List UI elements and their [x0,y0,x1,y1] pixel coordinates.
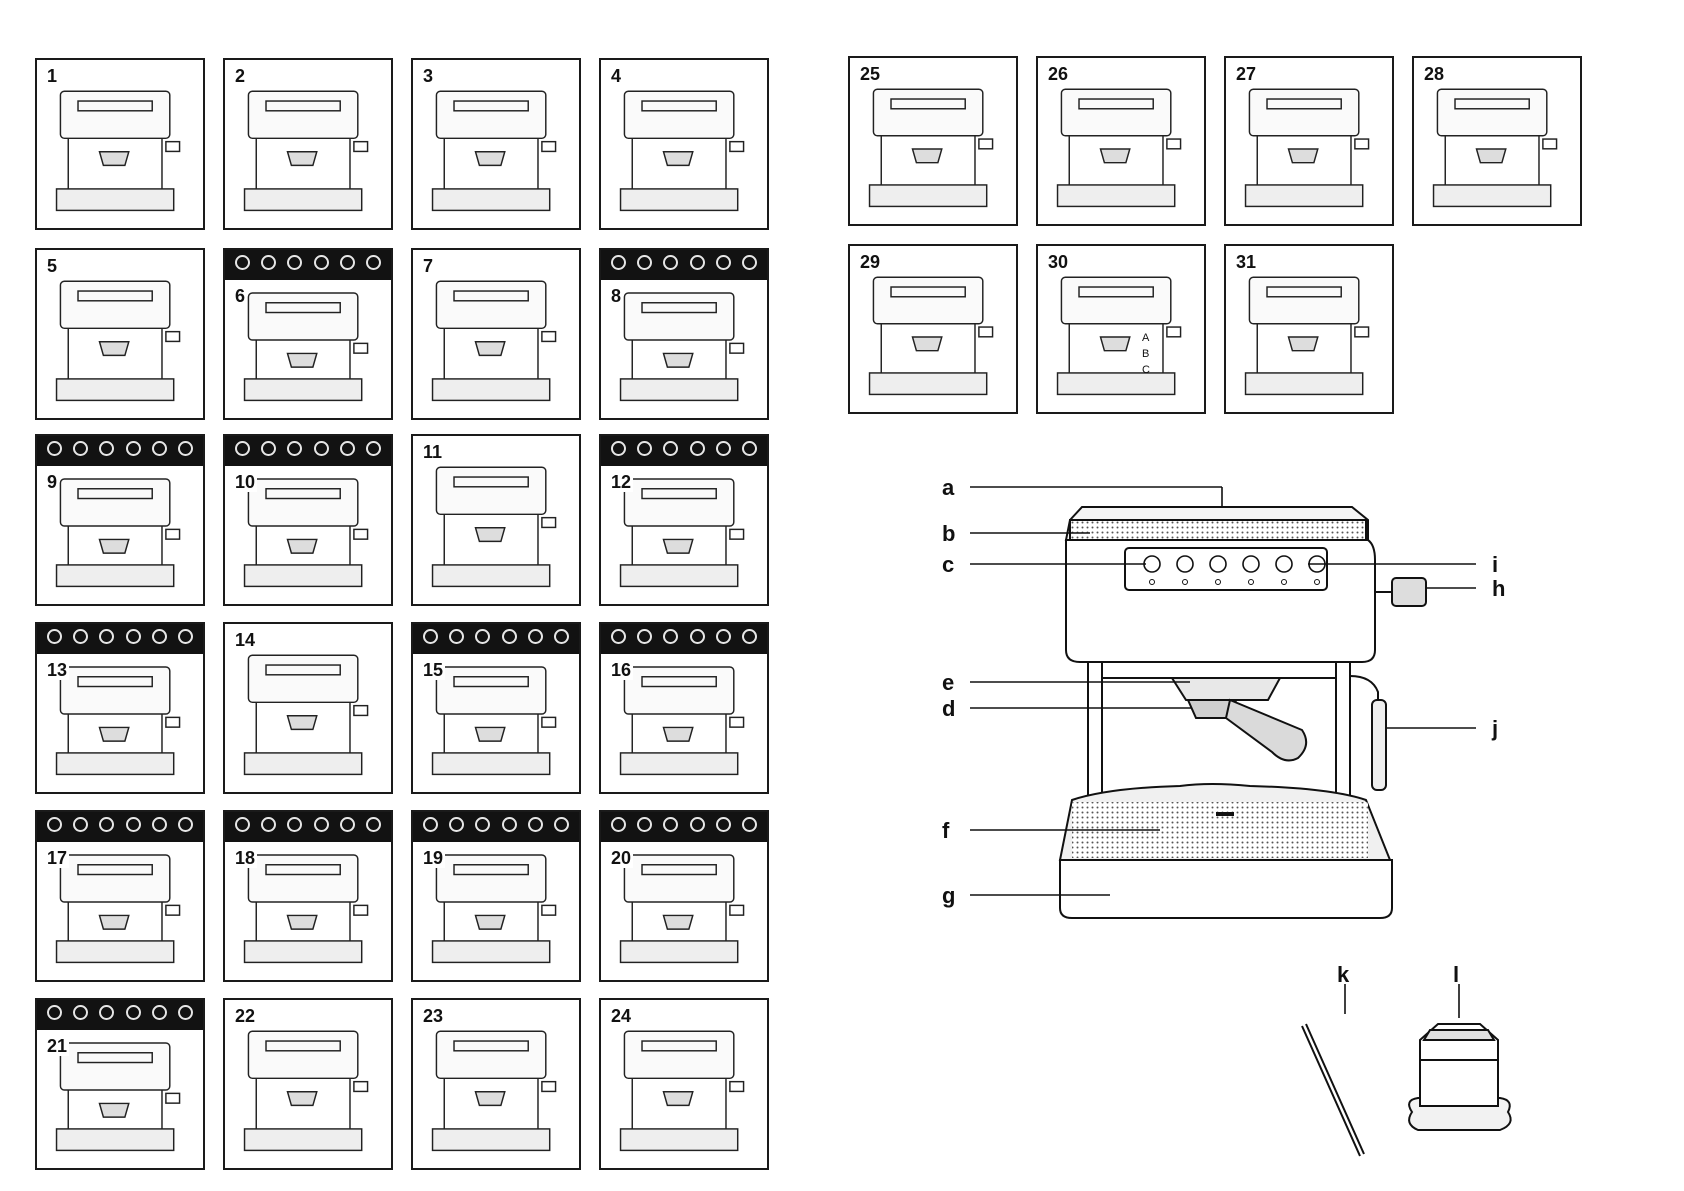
label-c: c [942,552,954,577]
step-number: 28 [1422,64,1446,84]
step-number: 14 [233,630,257,650]
step-number: 20 [609,848,633,868]
step-number: 23 [421,1006,445,1026]
label-e: e [942,670,954,695]
label-a: a [942,475,955,500]
step-number: 8 [609,286,623,306]
step-number: 2 [233,66,247,86]
step-number: 12 [609,472,633,492]
step-number: 9 [45,472,59,492]
step-number: 10 [233,472,257,492]
step-number: 3 [421,66,435,86]
label-i: i [1492,552,1498,577]
label-h: h [1492,576,1505,601]
step-number: 13 [45,660,69,680]
label-d: d [942,696,955,721]
steam-knob [1392,578,1426,606]
step-number: 27 [1234,64,1258,84]
machine-illustration [1060,507,1426,918]
step-number: 5 [45,256,59,276]
filter-insert-l [1409,1024,1511,1130]
step-number: 11 [421,442,444,462]
label-k: k [1337,962,1350,987]
step-number: 7 [421,256,435,276]
label-j: j [1491,716,1498,741]
label-l: l [1453,962,1459,987]
label-f: f [942,818,950,843]
step-number: 22 [233,1006,257,1026]
cleaning-needle-k [1302,1024,1364,1156]
control-button-icon [1276,556,1292,572]
step-number: 25 [858,64,882,84]
step-number: 4 [609,66,623,86]
step-number: 16 [609,660,633,680]
step-number: 15 [421,660,445,680]
control-button-icon [1210,556,1226,572]
step-number: 30 [1046,252,1070,272]
step-number: 21 [45,1036,69,1056]
step-number: 6 [233,286,247,306]
control-button-icon [1144,556,1160,572]
step-number: 24 [609,1006,633,1026]
step-number: 29 [858,252,882,272]
cup-tray-grid [1070,520,1366,540]
label-b: b [942,521,955,546]
step-number: 1 [45,66,59,86]
label-g: g [942,883,955,908]
step-number: 19 [421,848,445,868]
step-number: 18 [233,848,257,868]
step-number: 31 [1234,252,1258,272]
step-number: 26 [1046,64,1070,84]
control-button-icon [1177,556,1193,572]
control-button-icon [1243,556,1259,572]
step-number: 17 [45,848,69,868]
